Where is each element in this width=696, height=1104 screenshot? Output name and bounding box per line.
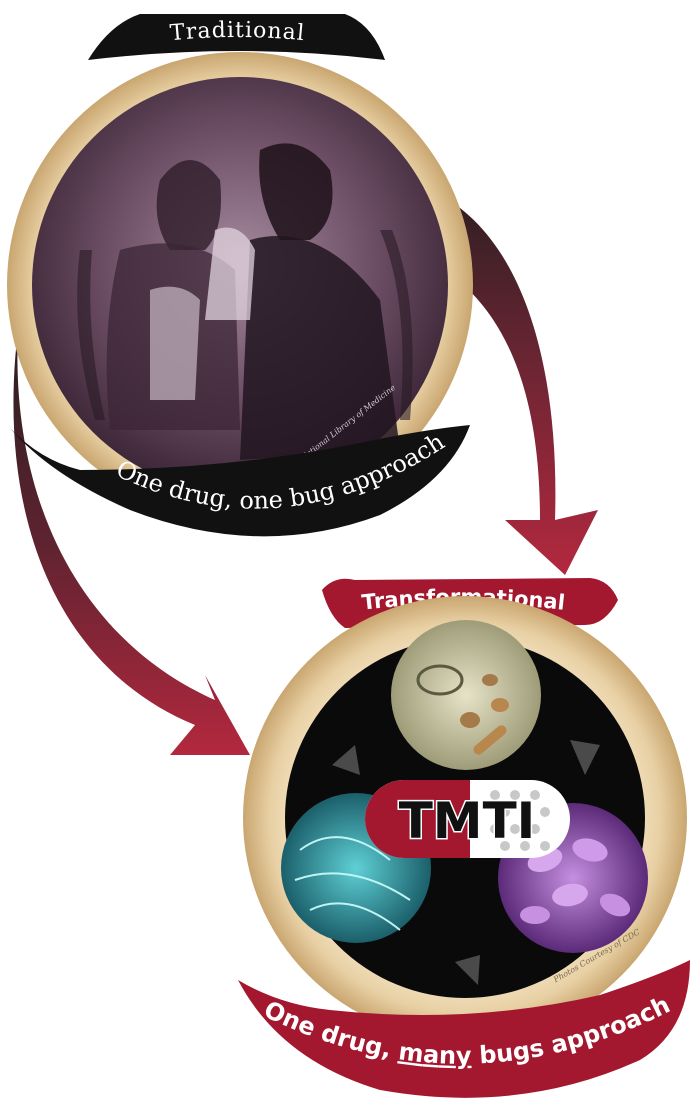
micrograph-top — [391, 620, 541, 770]
traditional-label: Traditional — [169, 18, 306, 46]
traditional-panel: Traditional Courtesy of National Library… — [7, 14, 473, 536]
transformational-panel: Transformational — [238, 578, 690, 1098]
tmti-label: TMTI — [399, 792, 536, 850]
engraving-image: Courtesy of National Library of Medicine — [32, 77, 448, 493]
tmti-pill: TMTI — [365, 780, 570, 858]
